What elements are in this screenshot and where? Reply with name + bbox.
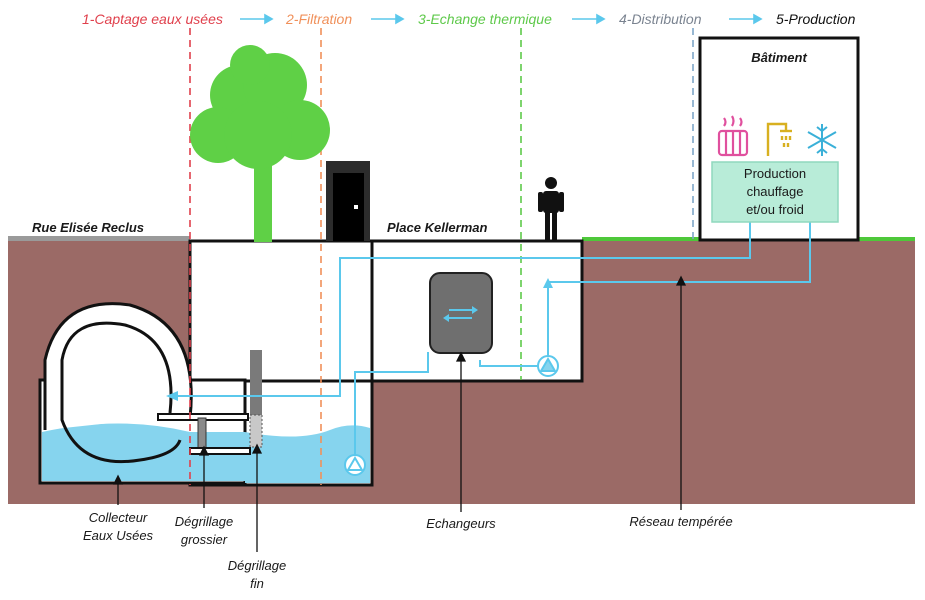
door-icon [326, 161, 370, 241]
coarse-caption-2: grossier [181, 532, 228, 547]
step-4: 4-Distribution [619, 11, 702, 27]
production-box [711, 161, 839, 223]
floor-step [189, 447, 251, 455]
step-2: 2-Filtration [285, 11, 352, 27]
coarse-screen [197, 417, 207, 449]
coarse-caption-1: Dégrillage [175, 514, 234, 529]
production-line1: Production [744, 166, 806, 181]
collector-caption-1: Collecteur [89, 510, 148, 525]
radiator-icon [717, 115, 749, 157]
fine-screen-column [250, 350, 262, 415]
pipe-network [176, 222, 811, 462]
filtration-chamber [188, 239, 374, 383]
collector-caption-2: Eaux Usées [83, 528, 154, 543]
distribution-pipe [479, 222, 811, 367]
step-3: 3-Echange thermique [418, 11, 552, 27]
fine-caption-1: Dégrillage [228, 558, 287, 573]
shower-icon [766, 122, 792, 156]
supply-pipe [354, 352, 429, 462]
pump-icon [344, 454, 366, 476]
fine-screen [249, 414, 263, 448]
pump-icon [537, 355, 559, 377]
heat-exchanger-icon [429, 272, 493, 354]
square-label: Place Kellerman [387, 220, 488, 235]
street-label: Rue Elisée Reclus [32, 220, 144, 235]
return-arrow-head [166, 391, 178, 401]
street-surface [8, 236, 190, 241]
production-line3: et/ou froid [746, 202, 804, 217]
step-5: 5-Production [776, 11, 856, 27]
step-1: 1-Captage eaux usées [82, 11, 223, 27]
building-label: Bâtiment [751, 50, 807, 65]
water-basin [245, 425, 370, 483]
exchangers-caption: Echangeurs [426, 516, 496, 531]
water-collector [42, 423, 245, 481]
return-pipe [176, 222, 751, 397]
callout-lines [112, 275, 687, 552]
fine-caption-2: fin [250, 576, 264, 591]
distribution-arrow-head [543, 278, 553, 288]
network-caption: Réseau tempérée [629, 514, 732, 529]
person-icon [538, 177, 564, 240]
tree-icon [190, 45, 330, 242]
step-arrows [240, 13, 763, 25]
snowflake-icon [807, 124, 837, 156]
collector-inner-arch [60, 321, 182, 464]
production-line2: chauffage [747, 184, 804, 199]
